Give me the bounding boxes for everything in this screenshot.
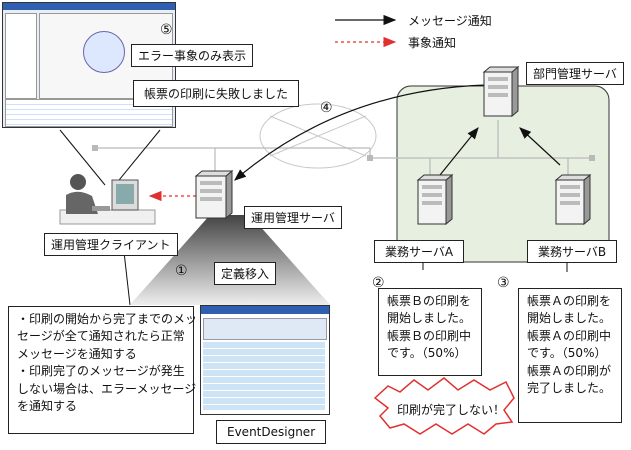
error-only-callout: エラー事象のみ表示 <box>131 44 254 67</box>
operator-person-icon <box>59 174 156 225</box>
step-5: ⑤ <box>160 22 173 38</box>
print-not-done-alert: 印刷が完了しない！ <box>397 403 506 417</box>
rule-line: セージが全て通知されたら正常 <box>17 329 185 344</box>
arrow-b-to-dept <box>519 127 561 166</box>
definition-transfer-label: 定義移入 <box>214 262 277 285</box>
server-b-line: 開始しました。 <box>527 311 612 326</box>
alert-burst <box>373 377 515 435</box>
server-a-label: 業務サーバA <box>374 240 465 263</box>
legend-message-label: メッセージ通知 <box>408 14 492 28</box>
server-a-line: 帳票Ｂの印刷を <box>387 294 472 308</box>
ops-client-label: 運用管理クライアント <box>44 233 178 256</box>
rule-line: ・印刷の開始から完了までのメッ <box>17 312 198 326</box>
step-4: ④ <box>320 100 333 116</box>
server-a-messages: 帳票Ｂの印刷を 開始しました。 帳票Ｂの印刷中 です。（50%） <box>378 288 482 376</box>
eventdesigner-window-thumbnail <box>200 305 330 415</box>
print-failed-callout: 帳票の印刷に失敗しました <box>133 80 300 107</box>
dept-server-label: 部門管理サーバ <box>526 62 624 85</box>
step-1: ① <box>175 263 188 279</box>
server-b-line: です。（50%） <box>527 346 607 361</box>
ops-server-icon <box>194 169 234 220</box>
rule-line: ・印刷完了のメッセージが発生 <box>17 364 185 379</box>
server-b-line: 帳票Ａの印刷を <box>527 294 612 308</box>
correlation-rule-description: ・印刷の開始から完了までのメッ セージが全て通知されたら正常 メッセージを通知す… <box>8 306 198 434</box>
server-a-icon <box>416 173 454 226</box>
rule-line: メッセージを通知する <box>17 346 137 361</box>
legend-event-label: 事象通知 <box>408 36 457 50</box>
dept-server-icon <box>482 65 520 118</box>
rule-line: しない場合は、エラーメッセージ <box>17 381 197 396</box>
server-b-label: 業務サーバB <box>527 240 618 263</box>
server-a-line: 開始しました。 <box>387 311 472 326</box>
server-b-line: 帳票Ａの印刷中 <box>527 328 612 343</box>
ops-server-label: 運用管理サーバ <box>244 206 342 229</box>
server-b-icon <box>554 173 592 226</box>
step-3: ③ <box>497 275 510 291</box>
server-b-line: 完了しました。 <box>527 380 612 395</box>
arrow-a-to-dept <box>439 127 479 176</box>
server-b-line: 帳票Ａの印刷が <box>527 363 612 378</box>
server-b-messages: 帳票Ａの印刷を 開始しました。 帳票Ａの印刷中 です。（50%） 帳票Ａの印刷が… <box>518 288 622 423</box>
rule-line: を通知する <box>17 398 78 413</box>
eventdesigner-label: EventDesigner <box>216 420 327 444</box>
step-2: ② <box>372 275 385 291</box>
arrow-dept-to-ops <box>234 84 487 181</box>
server-a-line: です。（50%） <box>387 346 467 361</box>
server-a-line: 帳票Ｂの印刷中 <box>387 328 472 343</box>
